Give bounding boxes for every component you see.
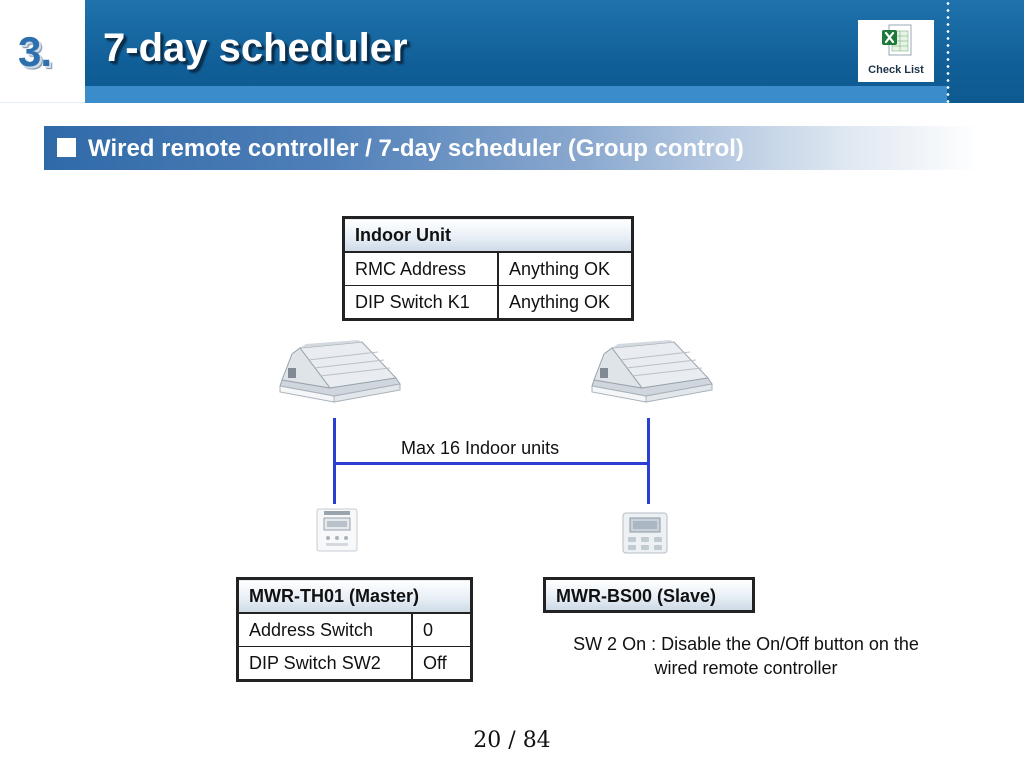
table-cell: RMC Address [343, 251, 498, 286]
bullet-square-icon [57, 138, 76, 157]
table-cell: DIP Switch K1 [343, 285, 498, 320]
check-list-label: Check List [868, 64, 924, 76]
indoor-unit-table-header: Indoor Unit [343, 217, 633, 253]
section-banner [44, 126, 980, 170]
slave-note: SW 2 On : Disable the On/Off button on t… [546, 632, 946, 680]
master-remote-controller-icon [316, 508, 358, 552]
table-row: RMC Address Anything OK [343, 251, 633, 286]
table-row: Address Switch 0 [237, 612, 472, 647]
max-indoor-units-label: Max 16 Indoor units [401, 438, 560, 458]
table-cell: Off [411, 646, 472, 681]
check-list-button[interactable]: Check List [858, 20, 934, 82]
master-table-header: MWR-TH01 (Master) [237, 578, 472, 614]
table-cell: 0 [411, 612, 472, 647]
indoor-unit-table: Indoor Unit RMC Address Anything OK DIP … [342, 216, 634, 321]
slave-controller-header: MWR-BS00 (Slave) [543, 577, 755, 613]
header-dotted-divider [946, 0, 950, 103]
slave-remote-controller-icon [622, 512, 668, 554]
table-cell: Anything OK [497, 251, 633, 286]
header-number-area: 3. [0, 0, 85, 103]
wire-right-vertical [647, 418, 650, 504]
slave-note-line-1: SW 2 On : Disable the On/Off button on t… [573, 634, 919, 654]
table-cell: Anything OK [497, 285, 633, 320]
page-title: 7-day scheduler [103, 26, 408, 70]
section-number: 3. [18, 28, 52, 75]
table-cell: DIP Switch SW2 [237, 646, 412, 681]
wire-horizontal [333, 462, 650, 465]
header-stripe [85, 86, 947, 103]
master-controller-table: MWR-TH01 (Master) Address Switch 0 DIP S… [236, 577, 473, 682]
table-row: DIP Switch SW2 Off [237, 646, 472, 681]
slave-note-line-2: wired remote controller [654, 658, 838, 678]
indoor-unit-right-icon [591, 340, 713, 403]
table-row: DIP Switch K1 Anything OK [343, 285, 633, 320]
indoor-unit-left-icon [279, 340, 401, 403]
table-cell: Address Switch [237, 612, 412, 647]
section-subtitle: Wired remote controller / 7-day schedule… [88, 135, 744, 162]
page-number: 20 / 84 [473, 728, 551, 753]
excel-icon [882, 24, 912, 56]
wire-left-vertical [333, 418, 336, 504]
